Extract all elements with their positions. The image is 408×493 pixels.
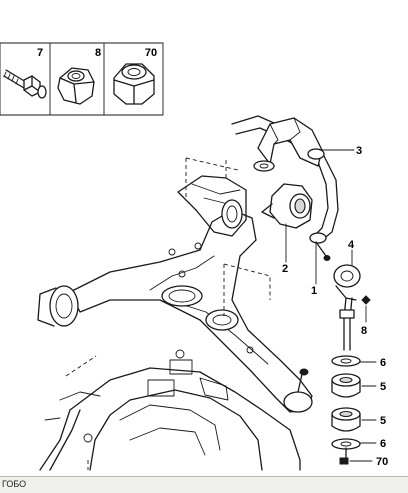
parts-legend: 7 8 70: [0, 42, 164, 116]
callout-3: 3: [356, 145, 362, 157]
washer-lower: [331, 438, 361, 450]
legend-number-8: 8: [95, 47, 101, 59]
anti-roll-bar-bushing: [261, 183, 313, 229]
anti-roll-bar: [231, 115, 339, 261]
status-bar-text: ГОБО: [2, 479, 27, 489]
status-bar: ГОБО: [0, 476, 408, 493]
wishbone: [37, 209, 313, 413]
washer-upper: [331, 355, 361, 367]
bolt-icon: [3, 69, 47, 99]
subframe: [39, 349, 301, 471]
bush-upper: [331, 373, 361, 398]
legend-number-7: 7: [37, 47, 43, 59]
anti-roll-bar-clamp: [253, 117, 325, 172]
leader-lines: [285, 149, 377, 462]
callout-5-lower: 5: [380, 415, 386, 427]
callouts: 3 2 1 4 8 6 5 5 6 70: [282, 145, 388, 468]
callout-6-upper: 6: [380, 357, 386, 369]
callout-6-lower: 6: [380, 438, 386, 450]
lock-nut: [339, 447, 349, 465]
lock-nut-icon: [113, 63, 155, 105]
bush-lower: [331, 407, 361, 432]
callout-70: 70: [376, 456, 388, 468]
drop-link: [333, 264, 361, 351]
mounting-bracket: [177, 157, 247, 237]
callout-5-upper: 5: [380, 381, 386, 393]
callout-1: 1: [311, 285, 317, 297]
callout-2: 2: [282, 263, 288, 275]
nut-icon: [57, 67, 95, 105]
legend-number-70: 70: [145, 47, 157, 59]
callout-8: 8: [361, 325, 367, 337]
callout-4: 4: [348, 239, 355, 251]
